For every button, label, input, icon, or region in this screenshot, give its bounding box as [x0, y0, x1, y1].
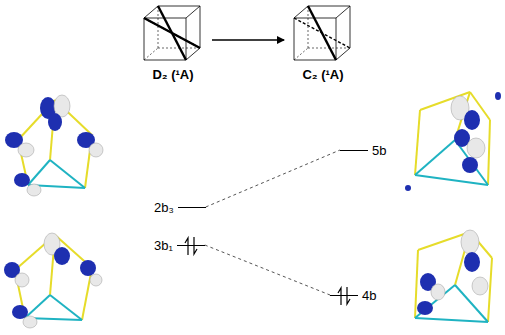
orbital-3b1 [4, 233, 102, 328]
orbital-label: 5b [372, 143, 386, 158]
symmetry-structure: D₂ (¹A) [142, 4, 204, 82]
orbital-level: 3b₁ [154, 238, 205, 253]
orbital-label: 4b [362, 288, 376, 303]
cube-drawing [142, 4, 204, 64]
symmetry-structure: C₂ (¹A) [292, 4, 354, 82]
energy-bar [178, 207, 206, 208]
orbital-2b3 [5, 95, 103, 196]
correlation-line [205, 245, 330, 295]
energy-bar [340, 150, 368, 151]
energy-bar [177, 245, 205, 246]
orbital-level: 4b [330, 288, 376, 303]
cube-drawing [292, 4, 354, 64]
orbital-level: 2b₃ [154, 200, 206, 215]
state-label: C₂ (¹A) [292, 67, 354, 82]
energy-bar [330, 295, 358, 296]
state-label: D₂ (¹A) [142, 67, 204, 82]
orbital-level: 5b [340, 143, 386, 158]
orbital-label: 2b₃ [154, 200, 174, 215]
orbital-label: 3b₁ [154, 238, 173, 253]
electron-pair [184, 235, 198, 257]
transform-arrow [212, 39, 284, 40]
orbital-4b [415, 230, 492, 322]
orbital-5b [405, 92, 501, 191]
correlation-line [206, 150, 340, 207]
electron-pair [337, 285, 351, 307]
